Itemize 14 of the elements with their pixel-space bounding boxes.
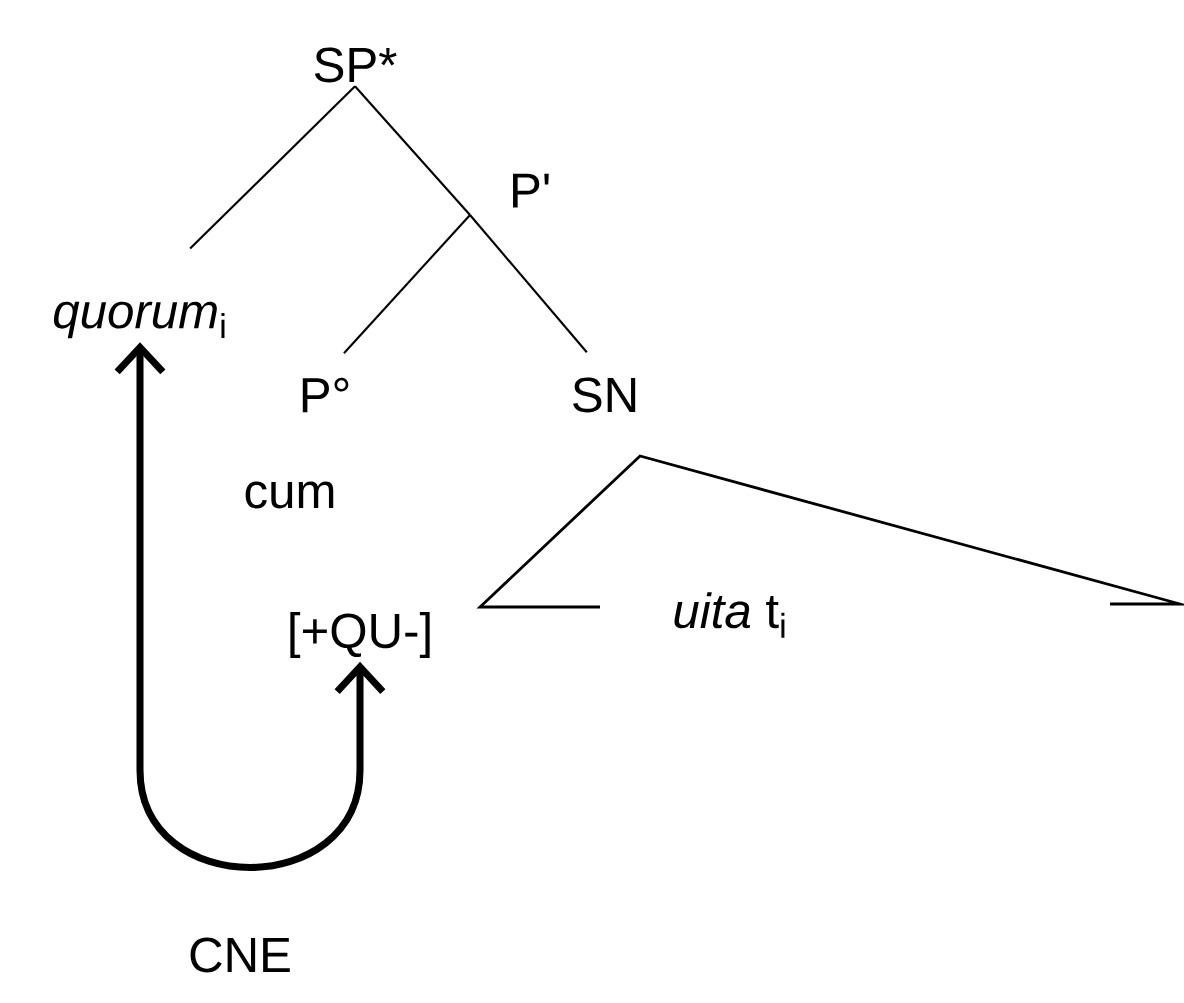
curved-arrow bbox=[114, 342, 386, 871]
word-label: cum bbox=[245, 481, 334, 509]
edge-label: CNE bbox=[184, 934, 296, 976]
phrase-label: P° bbox=[302, 377, 349, 413]
phrase-label: SN bbox=[573, 377, 636, 413]
phrase-label: SP* bbox=[314, 47, 397, 83]
tree-branch bbox=[189, 85, 356, 250]
feature-label: [+QU-] bbox=[290, 612, 430, 658]
tree-branch bbox=[343, 214, 471, 354]
tree-branch bbox=[469, 214, 588, 353]
word-label: quorum$_{i}$ bbox=[54, 301, 225, 339]
phrase-label: P' bbox=[513, 173, 549, 208]
tree-branch bbox=[354, 85, 471, 216]
word-label: uita t$_{i}$ bbox=[674, 592, 785, 638]
